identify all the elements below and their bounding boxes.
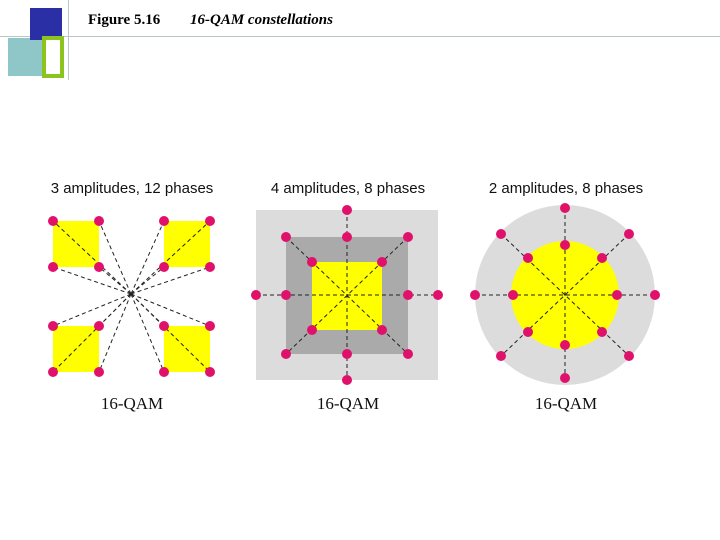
point: [94, 262, 104, 272]
point: [496, 229, 506, 239]
decor-white-bar: [46, 40, 60, 74]
constellation-points: [48, 216, 215, 377]
point: [205, 321, 215, 331]
point: [48, 367, 58, 377]
point: [523, 253, 533, 263]
point: [205, 216, 215, 226]
header-vertical-rule: [68, 0, 69, 80]
decor-teal-square: [8, 38, 48, 76]
panel2-label: 16-QAM: [316, 394, 380, 413]
point: [159, 216, 169, 226]
point: [342, 205, 352, 215]
point: [597, 327, 607, 337]
constellation-points: [470, 203, 660, 383]
point: [612, 290, 622, 300]
constellation-4amp-8phase: [251, 205, 443, 385]
point: [470, 290, 480, 300]
point: [281, 349, 291, 359]
point: [48, 216, 58, 226]
point: [94, 367, 104, 377]
point: [342, 349, 352, 359]
constellation-3amp-12phase: [48, 216, 215, 377]
point: [650, 290, 660, 300]
panel1-heading: 3 amplitudes, 12 phases: [50, 180, 214, 197]
point: [403, 290, 413, 300]
point: [205, 262, 215, 272]
square-top-right: [164, 221, 210, 267]
square-top-left: [53, 221, 99, 267]
phase-lines: [52, 220, 211, 373]
point: [523, 327, 533, 337]
point: [342, 375, 352, 385]
point: [307, 257, 317, 267]
point: [159, 367, 169, 377]
panel1-label: 16-QAM: [100, 394, 164, 413]
figure-number: Figure 5.16: [88, 12, 161, 28]
point: [159, 321, 169, 331]
point: [94, 216, 104, 226]
point: [624, 351, 634, 361]
point: [508, 290, 518, 300]
point: [560, 203, 570, 213]
point: [433, 290, 443, 300]
point: [281, 290, 291, 300]
point: [48, 262, 58, 272]
point: [403, 232, 413, 242]
point: [342, 232, 352, 242]
point: [94, 321, 104, 331]
point: [281, 232, 291, 242]
point: [159, 262, 169, 272]
point: [205, 367, 215, 377]
constellation-points: [251, 205, 443, 385]
point: [496, 351, 506, 361]
point: [597, 253, 607, 263]
panel2-heading: 4 amplitudes, 8 phases: [270, 180, 426, 197]
panel3-label: 16-QAM: [534, 394, 598, 413]
panel3-heading: 2 amplitudes, 8 phases: [488, 180, 644, 197]
point: [251, 290, 261, 300]
point: [377, 257, 387, 267]
point: [624, 229, 634, 239]
point: [560, 340, 570, 350]
point: [560, 373, 570, 383]
point: [403, 349, 413, 359]
point: [560, 240, 570, 250]
decor-blue-square: [30, 8, 62, 40]
figure-caption: 16-QAM constellations: [190, 12, 333, 28]
header-rule: [0, 36, 720, 37]
point: [48, 321, 58, 331]
constellation-2amp-8phase: [470, 203, 660, 385]
point: [307, 325, 317, 335]
point: [377, 325, 387, 335]
